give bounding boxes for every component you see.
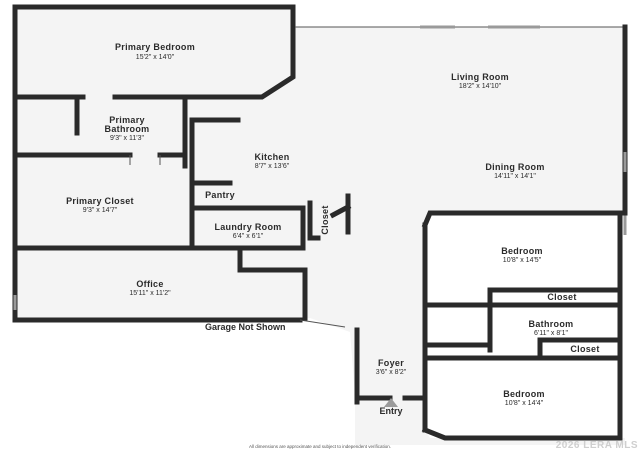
primary-closet-dims: 9'3" x 14'7" <box>83 207 118 214</box>
closet-lower-name: Closet <box>570 344 599 354</box>
closet-vertical-name: Closet <box>320 205 330 234</box>
living-room-name: Living Room <box>451 72 509 82</box>
primary-bathroom-name-line1: Primary <box>109 115 145 125</box>
dining-room-dims: 14'11" x 14'1" <box>494 173 536 180</box>
bedroom-upper-dims: 10'8" x 14'5" <box>503 257 542 264</box>
primary-bedroom-name: Primary Bedroom <box>115 42 195 52</box>
bathroom-name: Bathroom <box>529 319 574 329</box>
closet-upper-name: Closet <box>547 292 576 302</box>
laundry-room-name: Laundry Room <box>214 222 281 232</box>
living-room-dims: 18'2" x 14'10" <box>459 83 502 90</box>
entry-arrow-icon <box>384 398 398 407</box>
garage-label: Garage Not Shown <box>205 322 286 332</box>
bedroom-upper-name: Bedroom <box>501 246 543 256</box>
floor-area <box>13 5 625 445</box>
primary-bathroom-dims: 9'3" x 11'3" <box>110 135 144 142</box>
bathroom-dims: 6'11" x 8'1" <box>534 330 568 337</box>
bedroom-lower-name: Bedroom <box>503 389 545 399</box>
watermark: 2026 LERA MLS <box>556 440 638 450</box>
primary-bedroom-dims: 15'2" x 14'0" <box>136 54 175 61</box>
kitchen-name: Kitchen <box>254 152 289 162</box>
foyer-dims: 3'6" x 8'2" <box>376 369 407 376</box>
dining-room-name: Dining Room <box>485 162 544 172</box>
primary-closet-name: Primary Closet <box>66 196 134 206</box>
walls <box>12 4 628 441</box>
laundry-room-dims: 6'4" x 6'1" <box>233 233 264 240</box>
entry-label: Entry <box>379 406 402 416</box>
foyer-name: Foyer <box>378 358 404 368</box>
disclaimer: All dimensions are approximate and subje… <box>249 444 391 449</box>
kitchen-dims: 8'7" x 13'6" <box>255 163 290 170</box>
primary-bathroom-name-line2: Bathroom <box>105 124 150 134</box>
pantry-name: Pantry <box>205 190 235 200</box>
office-name: Office <box>136 279 163 289</box>
bedroom-lower-dims: 10'8" x 14'4" <box>505 400 544 407</box>
office-dims: 15'11" x 11'2" <box>129 290 171 297</box>
room-labels: Primary Bedroom 15'2" x 14'0" Primary Ba… <box>66 42 599 407</box>
